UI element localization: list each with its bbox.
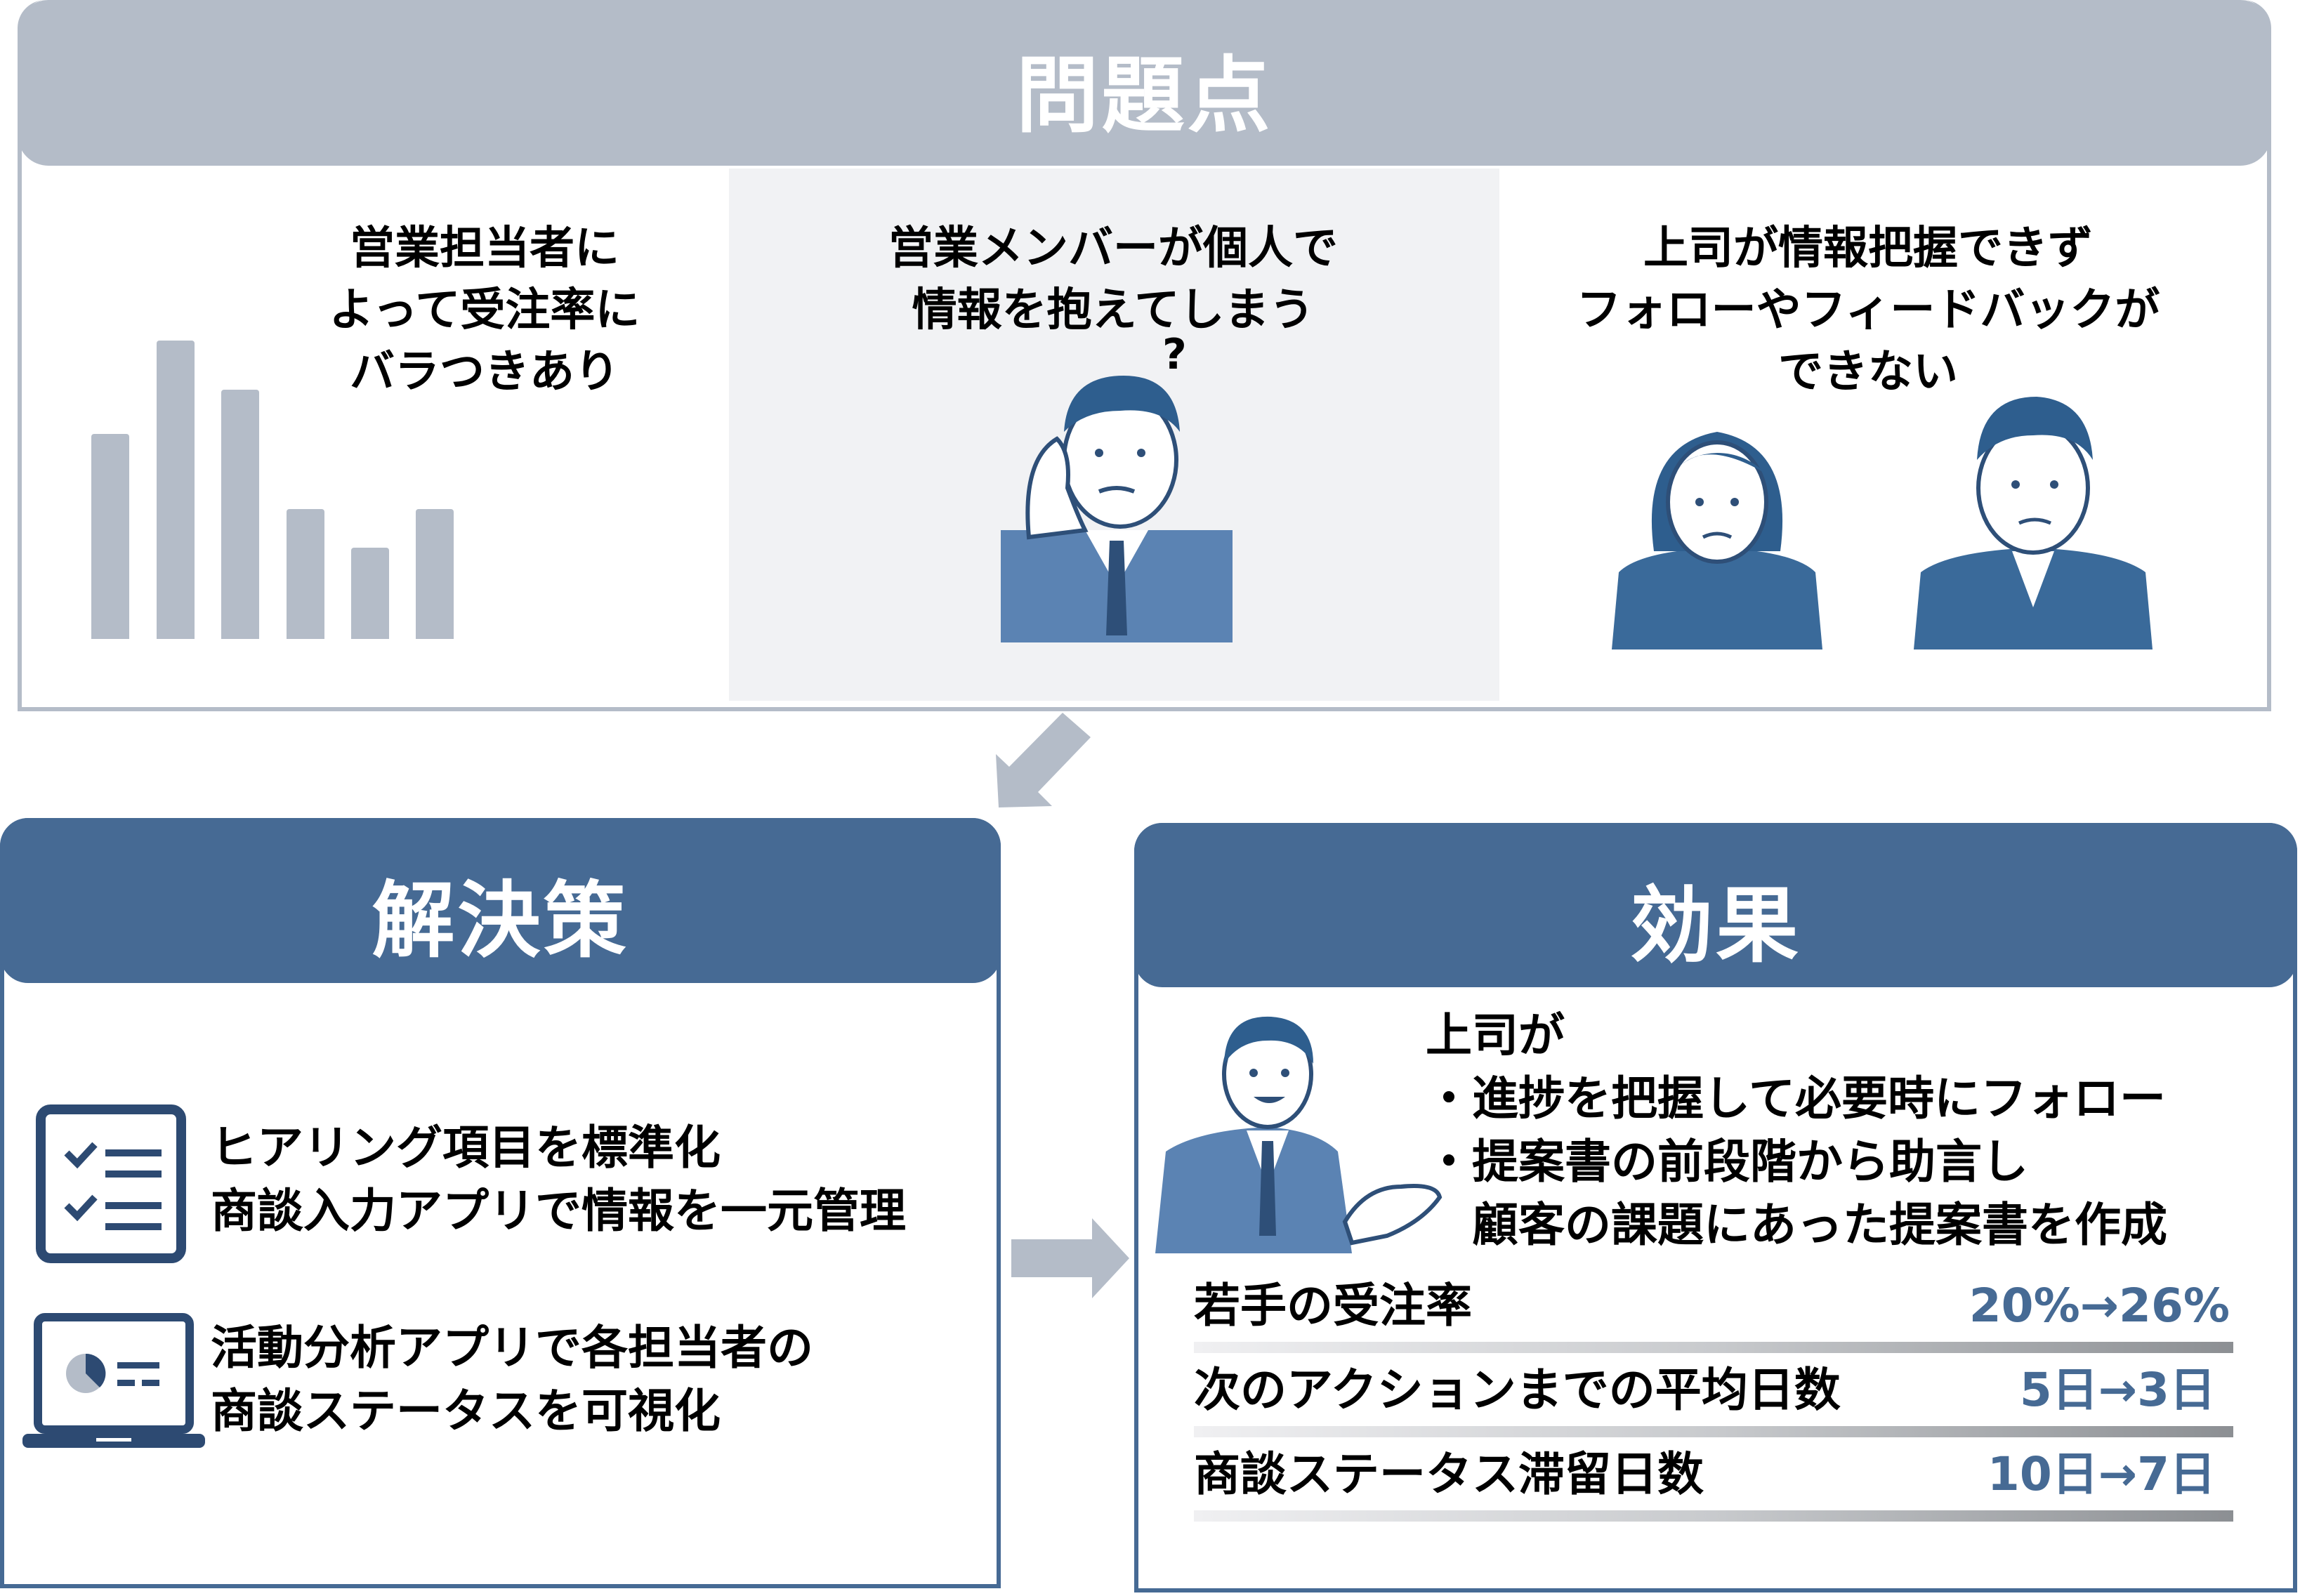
metric-divider	[1194, 1510, 2233, 1522]
metric-divider	[1194, 1426, 2233, 1437]
problems-header: 問題点	[18, 0, 2271, 166]
solutions-header: 解決策	[0, 818, 1001, 983]
problem-3-text: 上司が情報把握できず フォローやフィードバックが できない	[1576, 223, 2160, 398]
problem-2-text: 営業メンバーが個人で 情報を抱えてしまう	[888, 223, 1338, 336]
metric-label: 商談ステータス滞留日数	[1194, 1447, 1704, 1501]
metric-label: 若手の受注率	[1194, 1279, 1472, 1333]
laptop-chart-icon	[22, 1313, 205, 1448]
arrow-down-left-icon	[996, 713, 1091, 807]
metric-row: 若手の受注率 20%→26%	[1194, 1274, 2233, 1353]
question-mark: ?	[1162, 330, 1187, 379]
checklist-icon	[36, 1104, 186, 1263]
confused-businessman-icon	[1001, 376, 1233, 642]
metric-value: 5日→3日	[2019, 1363, 2216, 1417]
metric-row: 商談ステータス滞留日数 10日→7日	[1194, 1443, 2233, 1522]
presenting-businessman-icon	[1155, 1016, 1443, 1253]
effects-header: 効果	[1134, 823, 2297, 987]
metric-value: 10日→7日	[1987, 1447, 2216, 1501]
worried-male-manager-icon	[1914, 397, 2153, 649]
metric-value: 20%→26%	[1969, 1279, 2230, 1333]
effects-title: 効果	[1629, 877, 1801, 974]
solution-2-text: 活動分析アプリで各担当者の 商談ステータスを可視化	[211, 1321, 813, 1438]
bar-chart-icon	[84, 330, 478, 639]
metric-label: 次のアクションまでの平均日数	[1194, 1363, 1841, 1417]
solutions-title: 解決策	[372, 872, 629, 969]
solution-1-text: ヒアリング項目を標準化 商談入力アプリで情報を一元管理	[211, 1121, 906, 1238]
problems-title: 問題点	[1016, 47, 1273, 144]
metric-row: 次のアクションまでの平均日数 5日→3日	[1194, 1359, 2233, 1437]
worried-female-manager-icon	[1612, 432, 1822, 649]
arrow-right-icon	[1011, 1218, 1129, 1298]
effects-description: 上司が ・進捗を把握して必要時にフォロー ・提案書の前段階から助言し 顧客の課題…	[1426, 1008, 2167, 1252]
metric-divider	[1194, 1342, 2233, 1353]
problem-1-text: 営業担当者に よって受注率に バラつきあり	[329, 223, 640, 398]
